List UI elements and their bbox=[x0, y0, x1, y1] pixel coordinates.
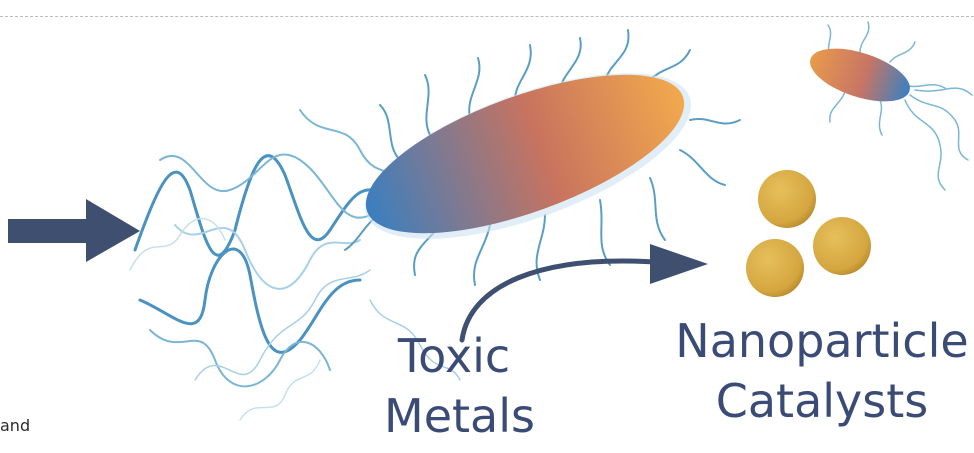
right-arrow-icon bbox=[8, 199, 140, 262]
text-fragment: and bbox=[0, 416, 30, 435]
toxic-line1: Toxic bbox=[384, 333, 524, 379]
nano-line1: Nanoparticle bbox=[672, 318, 972, 364]
small-bacterium-icon bbox=[804, 22, 972, 190]
nano-line2: Catalysts bbox=[672, 378, 972, 424]
nanoparticle-catalysts-label: Nanoparticle Catalysts bbox=[672, 318, 972, 438]
toxic-line2: Metals bbox=[384, 393, 524, 439]
bacterium-icon bbox=[345, 30, 740, 285]
toxic-metals-label: Toxic Metals bbox=[384, 333, 524, 453]
nanoparticle-icon bbox=[746, 170, 871, 297]
